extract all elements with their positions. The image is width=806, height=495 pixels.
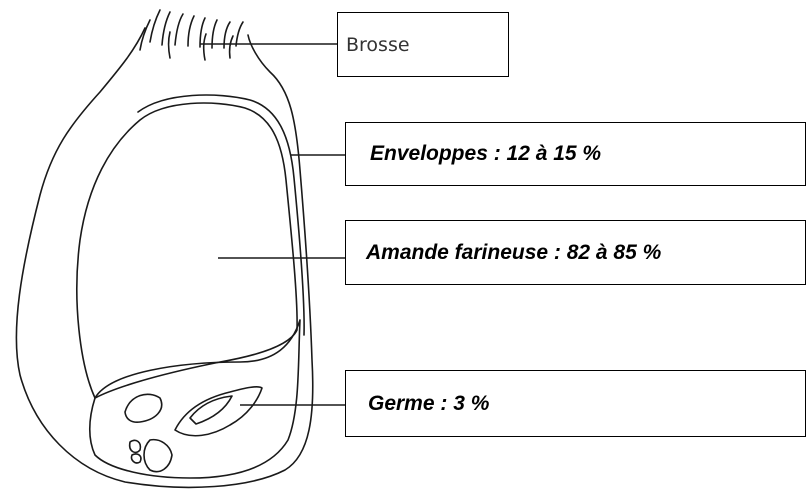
germ-dots [130,440,141,462]
label-germe-box: Germe : 3 % [345,370,806,437]
brush-hairs [140,10,243,60]
germ-embryo [190,396,232,424]
germ-chamber [90,320,300,478]
label-amande: Amande farineuse : 82 à 85 % [346,241,661,265]
label-germe: Germe : 3 % [346,392,489,416]
envelope-inner-wall [138,95,304,335]
germ-lobe [125,394,162,422]
label-enveloppes-box: Enveloppes : 12 à 15 % [345,122,806,186]
endosperm-outline [77,103,297,398]
label-brosse: Brosse [338,34,410,56]
label-brosse-box: Brosse [337,12,509,77]
label-enveloppes: Enveloppes : 12 à 15 % [346,142,601,166]
label-amande-box: Amande farineuse : 82 à 85 % [345,220,806,285]
germ-scutellum [175,387,262,436]
germ-radicle [144,440,172,472]
